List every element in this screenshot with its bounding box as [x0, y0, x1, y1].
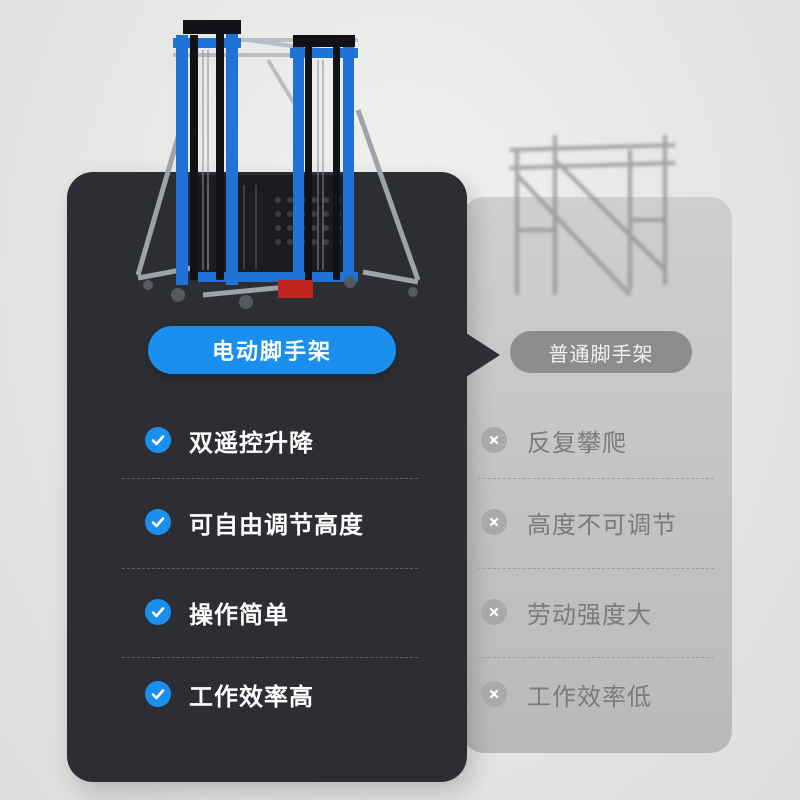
- feature-row: 可自由调节高度: [145, 502, 364, 542]
- check-circle-icon: [145, 509, 171, 535]
- feature-text: 双遥控升降: [189, 428, 314, 457]
- ordinary-scaffold-card: [462, 197, 732, 753]
- ordinary-scaffold-image: [509, 135, 676, 297]
- feature-text: 工作效率高: [189, 682, 314, 711]
- drawback-row: 高度不可调节: [481, 502, 677, 542]
- x-circle-icon: [481, 427, 507, 453]
- ordinary-scaffold-label: 普通脚手架: [510, 331, 692, 373]
- drawback-row: 工作效率低: [481, 674, 652, 714]
- divider: [122, 478, 418, 479]
- check-circle-icon: [145, 599, 171, 625]
- drawback-text: 工作效率低: [527, 682, 652, 711]
- x-circle-icon: [481, 599, 507, 625]
- divider: [478, 657, 714, 658]
- divider: [478, 478, 714, 479]
- card-pointer: [466, 333, 500, 377]
- feature-text: 可自由调节高度: [189, 510, 364, 539]
- divider: [478, 568, 714, 569]
- electric-scaffold-image: [135, 20, 421, 309]
- drawback-row: 劳动强度大: [481, 592, 652, 632]
- check-circle-icon: [145, 681, 171, 707]
- x-circle-icon: [481, 509, 507, 535]
- check-circle-icon: [145, 427, 171, 453]
- drawback-text: 劳动强度大: [527, 600, 652, 629]
- drawback-row: 反复攀爬: [481, 420, 627, 460]
- feature-row: 工作效率高: [145, 674, 314, 714]
- electric-scaffold-label: 电动脚手架: [148, 326, 396, 374]
- drawback-text: 高度不可调节: [527, 510, 677, 539]
- divider: [122, 568, 418, 569]
- drawback-text: 反复攀爬: [527, 428, 627, 457]
- x-circle-icon: [481, 681, 507, 707]
- feature-row: 操作简单: [145, 592, 289, 632]
- divider: [122, 657, 418, 658]
- feature-row: 双遥控升降: [145, 420, 314, 460]
- feature-text: 操作简单: [189, 600, 289, 629]
